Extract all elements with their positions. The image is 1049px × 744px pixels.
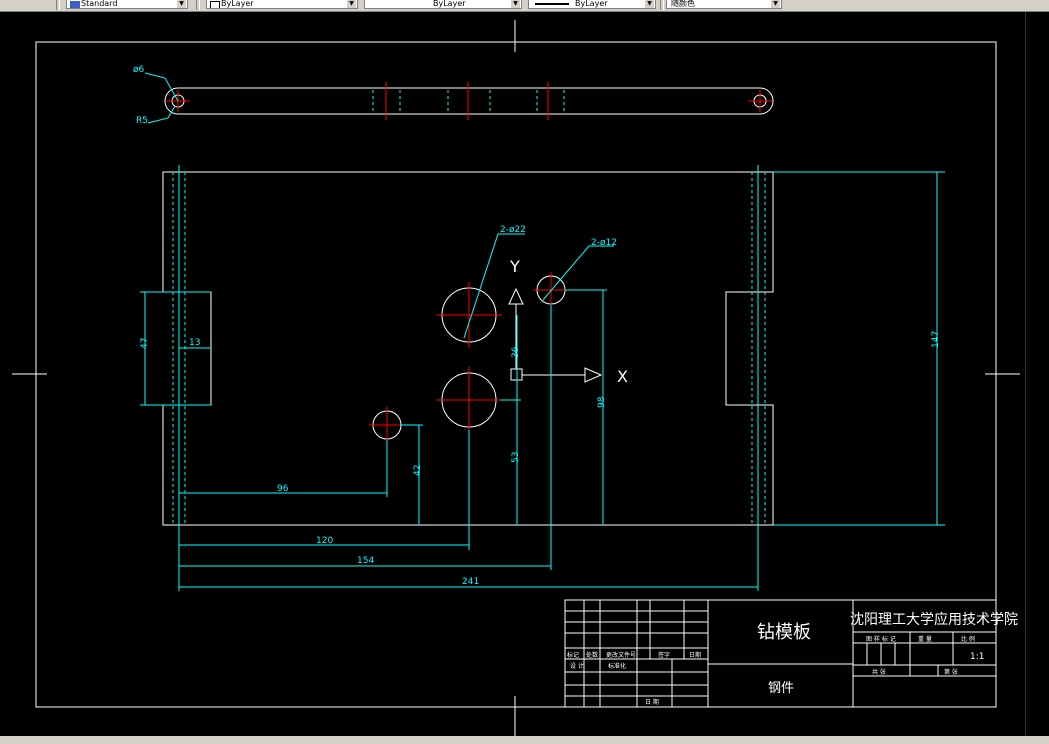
- bar-outline: [164, 87, 774, 115]
- cell-zhongliang: 重 量: [918, 635, 932, 643]
- lineweight-value: ByLayer: [575, 0, 608, 8]
- dim-text-147: 147: [931, 331, 941, 348]
- linetype-value: ByLayer: [433, 0, 466, 8]
- inner-border: [35, 41, 997, 708]
- toolbar-separator: [660, 0, 664, 10]
- leader-line: [542, 245, 614, 301]
- title-block-border: [564, 599, 997, 708]
- small-holes-note: 2-ø12: [591, 238, 617, 248]
- ucs-x-label: X: [617, 367, 628, 386]
- title-block: 钻模板 钢件 沈阳理工大学应用技术学院 1:1 标记 处数 更改文件号 签字 日…: [564, 599, 1018, 708]
- toolbar-separator: [196, 0, 200, 10]
- plot-style-value: 随颜色: [671, 0, 695, 8]
- dimensions: [140, 172, 938, 591]
- chevron-down-icon[interactable]: ▼: [645, 0, 654, 8]
- text-style-icon: [70, 1, 80, 8]
- radius-label: R5: [136, 116, 148, 126]
- lineweight-sample-icon: [535, 3, 569, 5]
- color-swatch-icon: [210, 1, 220, 8]
- ucs-x-arrow: [584, 367, 603, 383]
- dim-text-53: 53: [511, 452, 521, 463]
- layer-color-combo[interactable]: ByLayer ▼: [206, 0, 358, 9]
- cad-drawing[interactable]: ø6 R5: [0, 12, 1025, 736]
- dim-text-96: 96: [277, 484, 289, 494]
- horizontal-scrollbar[interactable]: [0, 736, 1049, 744]
- drawing-frame: [12, 20, 1020, 736]
- cell-di: 第 张: [944, 668, 958, 676]
- chevron-down-icon[interactable]: ▼: [177, 0, 186, 8]
- toolbar-separator: [56, 0, 60, 10]
- dim-text-47: 47: [140, 338, 150, 349]
- leader-line: [147, 105, 176, 124]
- plate-outline: [162, 171, 774, 526]
- cell-fenqu: 更改文件号: [606, 651, 636, 659]
- leader-line: [144, 72, 179, 102]
- front-view: 2-ø22 2-ø12 Y X: [140, 165, 945, 591]
- dim-text-241: 241: [462, 577, 479, 587]
- cell-qianming: 签字: [658, 651, 670, 659]
- cell-biaozhunhua: 标准化: [608, 662, 626, 670]
- cell-chushu: 处数: [586, 651, 598, 659]
- dim-text-154: 154: [357, 556, 374, 566]
- layer-color-value: ByLayer: [221, 0, 254, 8]
- text-style-value: Standard: [81, 0, 118, 8]
- drawing-canvas[interactable]: ø6 R5: [0, 12, 1025, 736]
- cell-riqi: 日期: [689, 651, 701, 659]
- scale-value: 1:1: [970, 652, 984, 662]
- big-holes-note: 2-ø22: [500, 225, 526, 235]
- lineweight-combo[interactable]: ByLayer ▼: [528, 0, 656, 9]
- cell-tuyang: 图 样 标 记: [866, 635, 896, 643]
- dim-text-98: 98: [597, 396, 607, 408]
- dim-text-36: 36: [511, 346, 521, 358]
- chevron-down-icon[interactable]: ▼: [771, 0, 780, 8]
- ucs-icon: [508, 287, 603, 383]
- dim-text-42: 42: [413, 465, 423, 476]
- leader-line: [463, 233, 525, 339]
- cell-bili: 比 例: [961, 635, 975, 643]
- material: 钢件: [768, 681, 794, 696]
- cell-gong: 共 张: [872, 668, 886, 676]
- dim-text-13: 13: [189, 338, 200, 348]
- cell-biaoji: 标记: [567, 651, 579, 659]
- part-name: 钻模板: [757, 622, 811, 643]
- ucs-y-arrow: [508, 287, 524, 305]
- text-style-combo[interactable]: Standard ▼: [66, 0, 188, 9]
- properties-toolbar: Standard ▼ ByLayer ▼ ByLayer ▼ ByLayer ▼…: [0, 0, 1049, 12]
- cell-sheji: 设 计: [570, 662, 584, 670]
- vertical-scrollbar[interactable]: [1025, 12, 1049, 736]
- cell-riqi2: 日 期: [645, 698, 659, 706]
- dim-text-120: 120: [316, 536, 333, 546]
- ucs-y-label: Y: [509, 257, 520, 276]
- hole-diameter-label: ø6: [133, 65, 145, 75]
- chevron-down-icon[interactable]: ▼: [347, 0, 356, 8]
- school-name: 沈阳理工大学应用技术学院: [850, 611, 1018, 628]
- linetype-combo[interactable]: ByLayer ▼: [364, 0, 522, 9]
- plot-style-combo[interactable]: 随颜色 ▼: [666, 0, 782, 9]
- chevron-down-icon[interactable]: ▼: [511, 0, 520, 8]
- top-view: ø6 R5: [133, 65, 774, 126]
